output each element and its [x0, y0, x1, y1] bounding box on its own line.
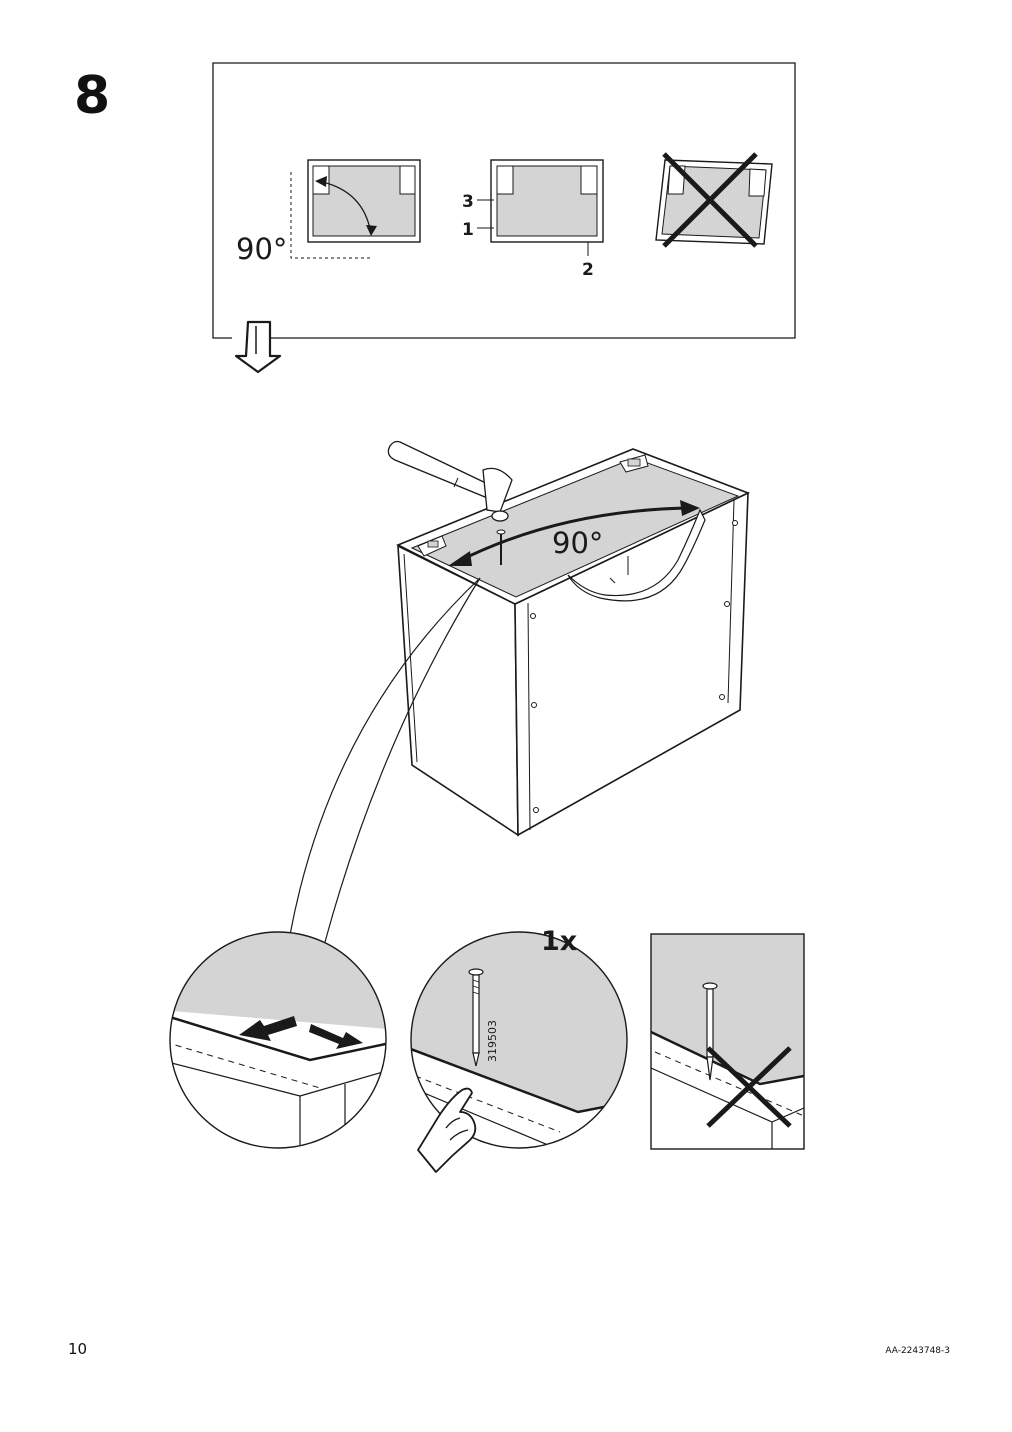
- part-label-2: 2: [582, 260, 594, 280]
- cabinet-illustration: [289, 440, 751, 943]
- detail-circle-edge-alignment: [169, 931, 387, 1149]
- next-arrow-icon: [234, 320, 282, 374]
- skewed-frame-incorrect: [655, 152, 773, 248]
- step-number: 8: [74, 66, 111, 126]
- hammer-icon: [387, 440, 513, 522]
- detail-square-incorrect: [650, 933, 805, 1150]
- nail-code-label: 319503: [486, 1020, 499, 1062]
- quantity-label: 1x: [541, 926, 577, 957]
- angle-label-top: 90°: [236, 232, 287, 266]
- nail-icon: [468, 968, 484, 1067]
- top-instruction-panel: 90° 3 1 2: [212, 62, 796, 374]
- pointing-hand-icon: [417, 1087, 477, 1173]
- nail-icon-incorrect: [702, 982, 718, 1081]
- document-code: AA-2243748-3: [885, 1346, 950, 1356]
- part-label-1: 1: [462, 220, 474, 240]
- angle-label-main: 90°: [552, 526, 603, 560]
- square-frame-correct: [290, 159, 421, 259]
- page-number: 10: [68, 1340, 88, 1358]
- part-label-3: 3: [462, 192, 474, 212]
- detail-circle-nail: 319503: [410, 931, 628, 1173]
- square-frame-parts: [477, 159, 604, 256]
